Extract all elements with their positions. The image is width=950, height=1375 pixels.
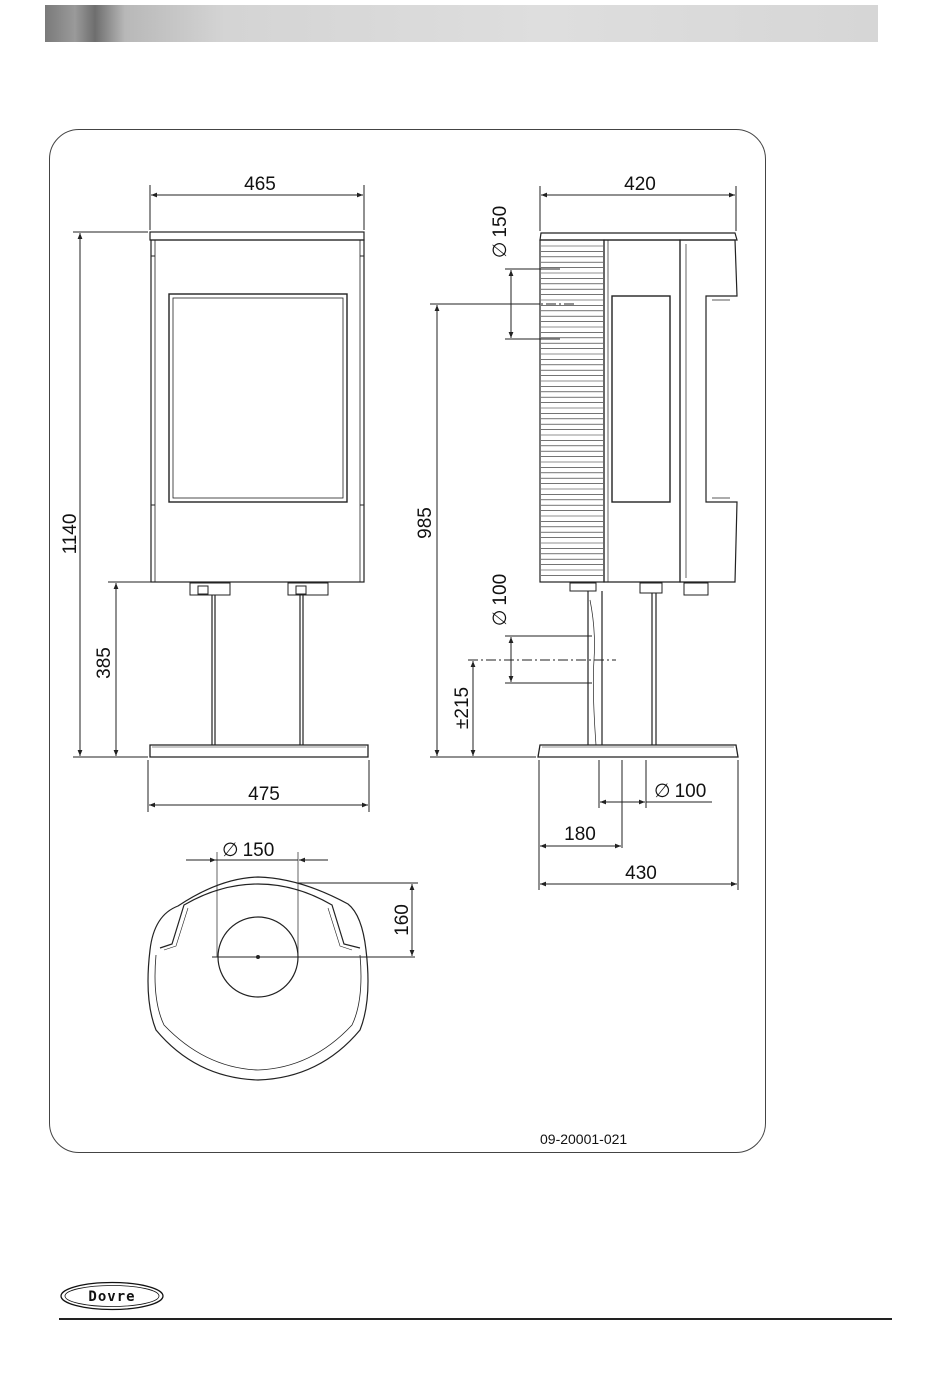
brand-name: Dovre (88, 1289, 135, 1305)
dovre-logo: Dovre (60, 1281, 165, 1311)
top-view: ∅150 160 (148, 840, 418, 1080)
dim-side-depth: 420 (624, 174, 656, 195)
dim-flue-center-height: 985 (415, 507, 436, 539)
dim-front-total-height: 1140 (60, 514, 81, 555)
dim-stand-height: 385 (94, 647, 115, 679)
dim-flue-diameter-top: ∅150 (222, 840, 274, 861)
footer-rule (59, 1318, 892, 1320)
dim-bottom-outlet-height: ±215 (452, 687, 473, 729)
drawing-code: 09-20001-021 (540, 1131, 627, 1147)
side-view: 420 ∅150 985 ∅100 ±215 ∅100 180 (415, 174, 738, 890)
dim-bottom-outlet-diameter: ∅100 (490, 574, 511, 626)
dim-front-width: 465 (244, 174, 276, 195)
dim-base-depth: 430 (625, 863, 657, 884)
dim-flue-offset: 160 (392, 904, 413, 936)
dim-base-outlet-diameter: ∅100 (654, 781, 706, 802)
dim-flue-diameter-side: ∅150 (490, 206, 511, 258)
front-view: 465 1140 385 475 (60, 174, 369, 812)
dim-base-width: 475 (248, 784, 280, 805)
dim-outlet-offset: 180 (564, 824, 596, 845)
